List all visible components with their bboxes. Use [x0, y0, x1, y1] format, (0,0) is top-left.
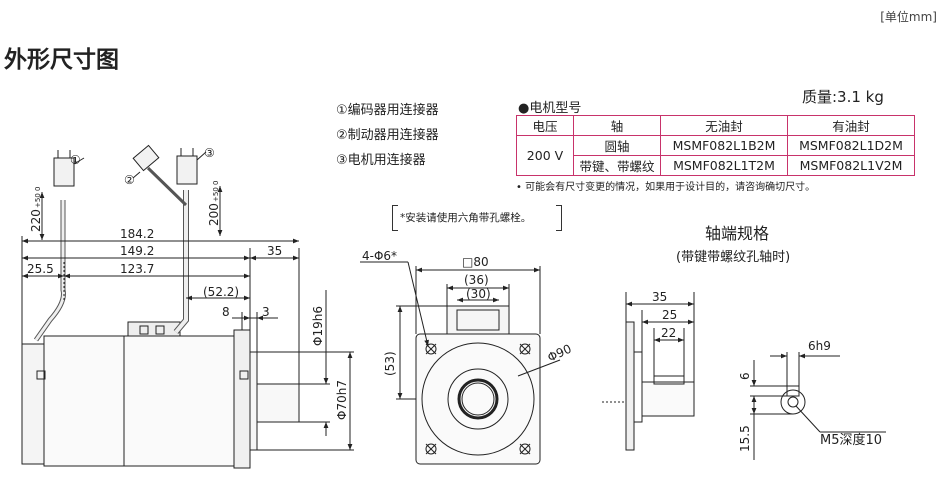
table-cell-with-seal: MSMF082L1V2M	[787, 155, 915, 176]
dim-mid-length: 123.7	[120, 262, 154, 276]
dim-cable-encoder: 220	[29, 209, 43, 232]
shaft-end-view	[625, 321, 806, 451]
dim-body-length: 149.2	[120, 244, 154, 258]
table-cell-with-seal: MSMF082L1D2M	[787, 135, 915, 156]
table-header-no-seal: 无油封	[660, 115, 788, 136]
dim-pcd: Φ90	[545, 342, 573, 365]
dim-thread-hole: M5深度10	[820, 432, 882, 448]
table-cell-no-seal: MSMF082L1B2M	[660, 135, 788, 156]
connector-3-marker: ③	[204, 146, 215, 160]
legend-brake-connector: ②制动器用连接器	[336, 128, 439, 143]
model-table-title: ●电机型号	[518, 101, 582, 116]
dim-flange-thickness: 8	[222, 305, 230, 319]
dim-cable-motor: 200	[207, 203, 221, 226]
dim-total-length: 184.2	[120, 227, 154, 241]
legend-encoder-connector: ①编码器用连接器	[336, 103, 439, 118]
dim-shaft-end-35: 35	[652, 290, 667, 304]
dim-encoder-length: 25.5	[27, 262, 54, 276]
dim-shaft-length: 35	[267, 244, 282, 258]
dim-connector-width-inner: (30)	[466, 287, 491, 301]
dim-cable-encoder-tolerance: +50 0	[34, 187, 42, 208]
dim-shaft-diameter: Φ19h6	[311, 306, 325, 346]
dim-connector-height: (53)	[383, 351, 397, 376]
dim-shaft-end-25: 25	[662, 308, 677, 322]
connector-1-marker: ①	[70, 153, 81, 167]
page-title: 外形尺寸图	[4, 47, 119, 73]
dim-key-length: 22	[661, 326, 676, 340]
dim-flange-square: □80	[462, 255, 489, 269]
mass-label: 质量:3.1 kg	[802, 88, 884, 106]
table-cell-voltage: 200 V	[516, 135, 574, 176]
connector-2-marker: ②	[124, 173, 135, 187]
motor-cables	[33, 166, 189, 342]
unit-label: [单位mm]	[880, 10, 937, 24]
dim-connector-width-outer: (36)	[464, 273, 489, 287]
legend-motor-connector: ③电机用连接器	[336, 153, 426, 168]
dim-spigot-depth: 3	[262, 305, 270, 319]
table-cell-no-seal: MSMF082L1T2M	[660, 155, 788, 176]
table-header-with-seal: 有油封	[787, 115, 915, 136]
bolt-note: *安装请使用六角带孔螺栓。	[392, 205, 562, 231]
shaft-end-title: 轴端规格	[705, 224, 770, 243]
bolt-note-text: *安装请使用六角带孔螺栓。	[400, 212, 532, 224]
motor-front-view	[415, 305, 541, 465]
dim-spigot-diameter: Φ70h7	[335, 380, 349, 420]
model-table: 电压 轴 无油封 有油封 200 V 圆轴 MSMF082L1B2M MSMF0…	[516, 115, 915, 176]
motor-side-view	[21, 321, 300, 469]
dim-connector-offset: (52.2)	[203, 285, 239, 299]
dim-mounting-holes: 4-Φ6*	[362, 249, 397, 263]
dim-key-width: 6h9	[808, 339, 831, 353]
cable-connectors	[53, 144, 207, 187]
table-note: • 可能会有尺寸变更的情况，如果用于设计目的，请咨询确切尺寸。	[516, 182, 816, 193]
dim-shaft-center: 15.5	[738, 425, 752, 452]
shaft-end-subtitle: (带键带螺纹孔轴时)	[676, 250, 791, 265]
dim-key-height: 6	[738, 372, 752, 380]
dim-cable-motor-tolerance: +50 0	[212, 181, 220, 202]
